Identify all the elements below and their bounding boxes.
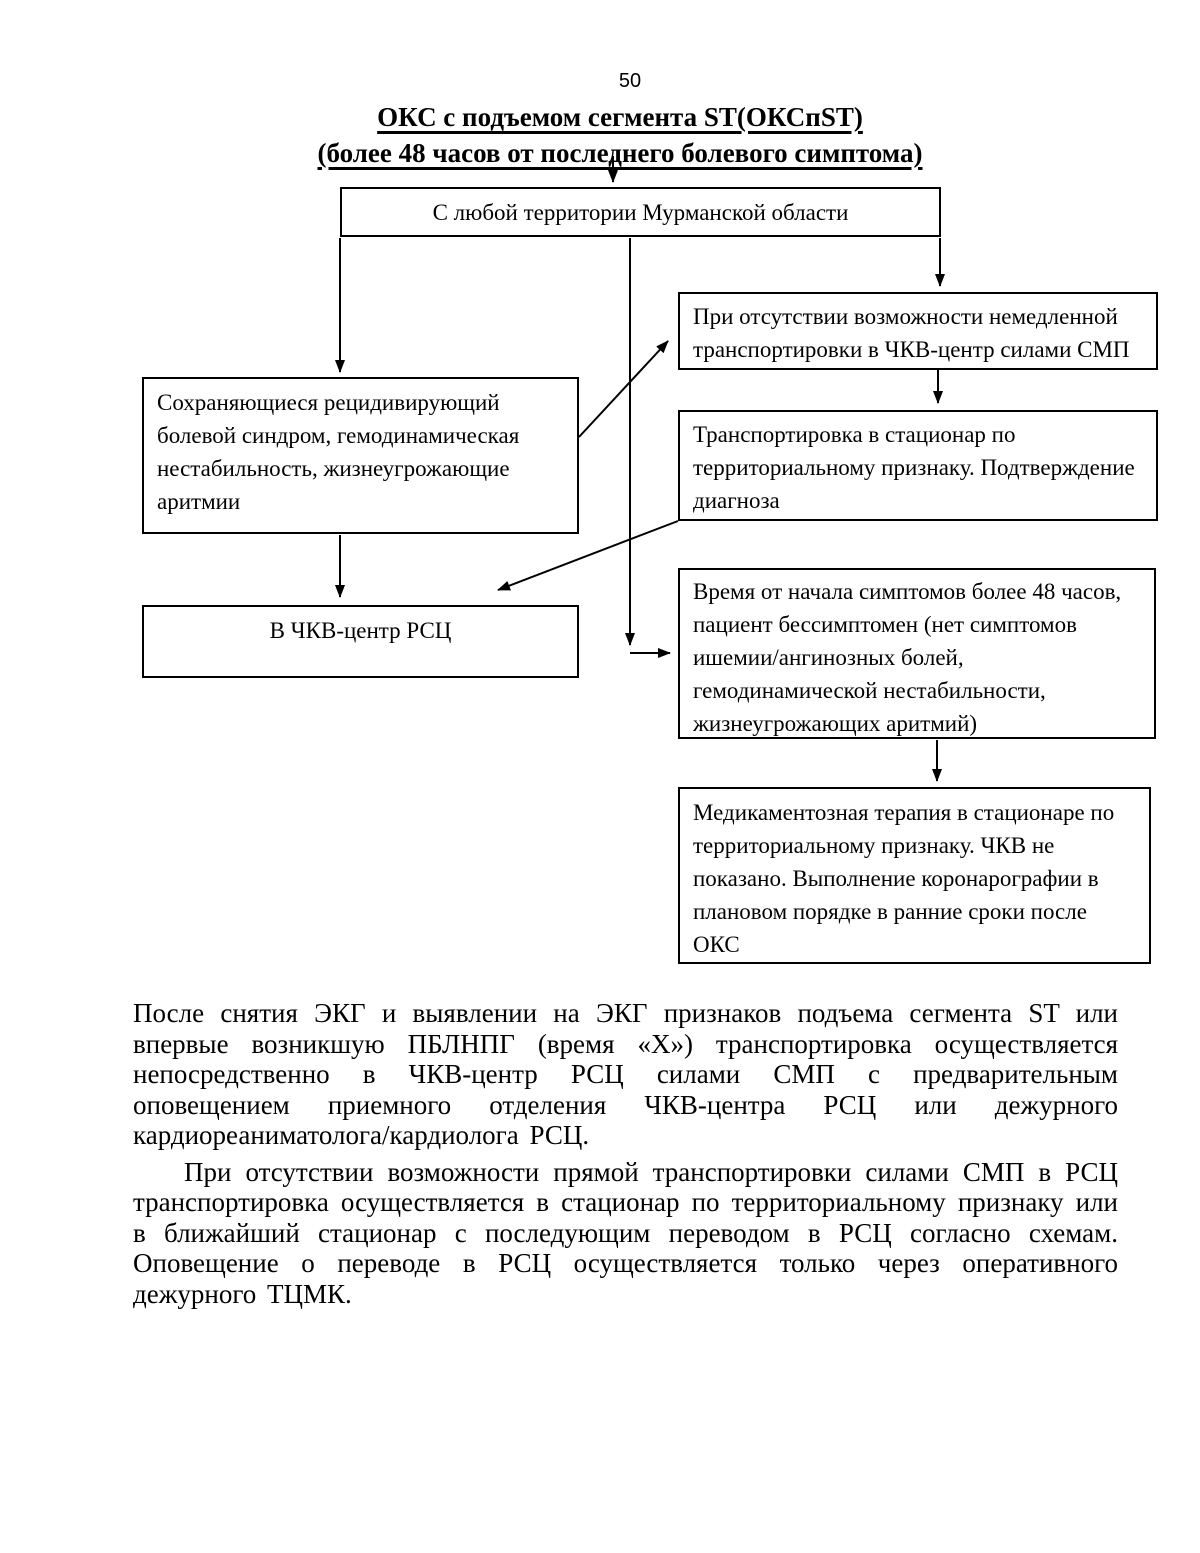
flowchart-box-any-territory: С любой территории Мурманской области — [340, 187, 941, 237]
flowchart-connectors — [335, 156, 945, 782]
flowchart-box-time-over-48h: Время от начала симптомов более 48 часов… — [678, 568, 1156, 739]
body-text: После снятия ЭКГ и выявлении на ЭКГ приз… — [133, 998, 1118, 1309]
flowchart-box-territorial-hospital: Транспортировка в стационар по территори… — [678, 410, 1158, 521]
flowchart-box-pci-center: В ЧКВ-центр РСЦ — [142, 605, 579, 678]
flowchart-box-persistent-symptoms: Сохраняющиеся рецидивирующий болевой син… — [142, 377, 579, 534]
page-number: 50 — [618, 70, 642, 92]
arrow-territorial-hospital-to-pci-center — [497, 520, 679, 591]
page-title-line2: (более 48 часов от последнего болевого с… — [317, 138, 923, 168]
flowchart-box-no-immediate-transport: При отсутствии возможности немедленной т… — [678, 292, 1158, 370]
page-title-line1: ОКС с подъемом сегмента ST(ОКСпST) — [377, 102, 863, 132]
arrow-persistent-symptoms-to-no-transport — [578, 340, 669, 438]
flowchart-box-medical-therapy: Медикаментозная терапия в стационаре по … — [678, 787, 1151, 964]
paragraph-ecg-transport: После снятия ЭКГ и выявлении на ЭКГ приз… — [133, 998, 1118, 1150]
paragraph-no-direct-transport: При отсутствии возможности прямой трансп… — [133, 1156, 1118, 1309]
page-title: ОКС с подъемом сегмента ST(ОКСпST) (боле… — [0, 99, 1200, 171]
